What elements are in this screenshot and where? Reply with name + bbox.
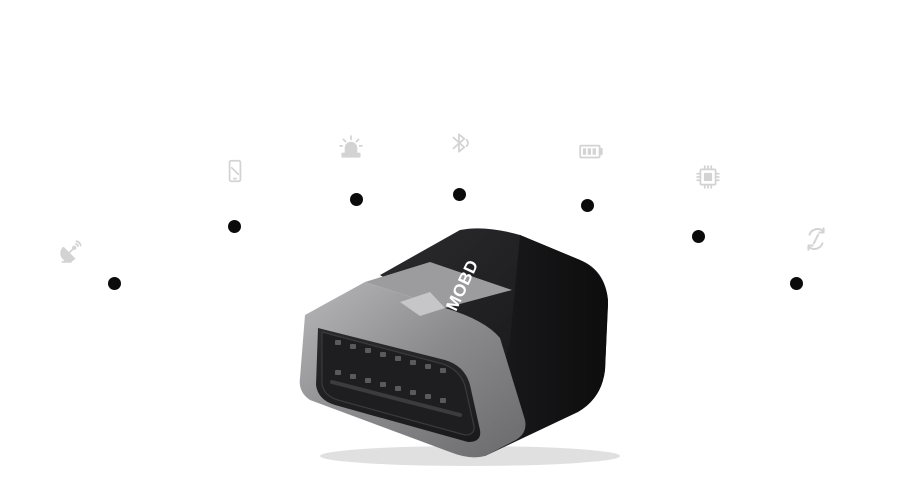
feature-dot xyxy=(581,199,594,212)
obd-device-image: MOBD xyxy=(280,220,625,470)
alarm-light-icon xyxy=(338,134,364,160)
feature-dot xyxy=(453,188,466,201)
chip-icon xyxy=(695,164,721,190)
feature-dot xyxy=(350,193,363,206)
feature-dot xyxy=(692,230,705,243)
gps-satellite-icon xyxy=(58,238,84,264)
feature-dot xyxy=(790,277,803,290)
feature-dot xyxy=(228,220,241,233)
smartphone-icon xyxy=(222,158,248,184)
battery-icon xyxy=(578,138,604,164)
feature-dot xyxy=(108,277,121,290)
sync-icon xyxy=(803,226,829,252)
bluetooth-icon xyxy=(447,130,473,156)
